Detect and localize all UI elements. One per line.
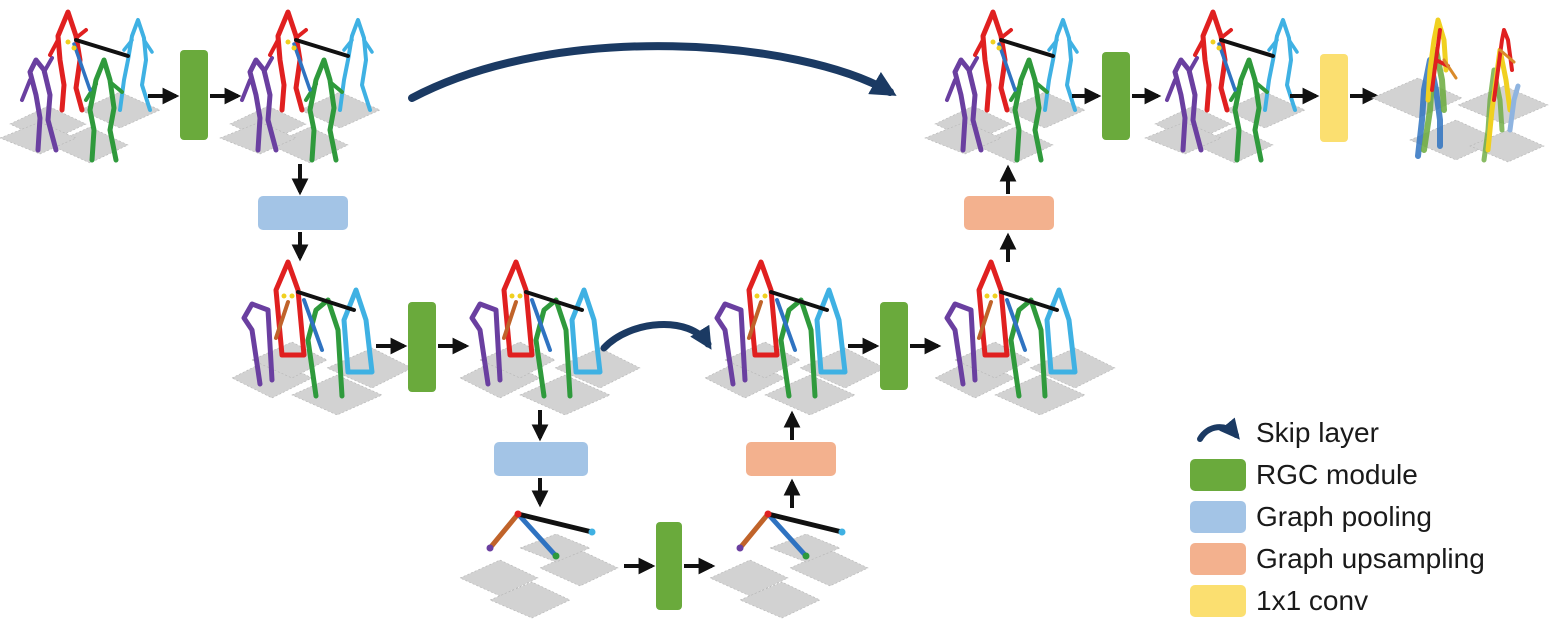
- pose-graph: [710, 511, 868, 619]
- rgc-module: [656, 522, 682, 610]
- output-pose-prediction: [1371, 17, 1549, 163]
- pooling-swatch: [1190, 501, 1246, 533]
- legend-item-1x1-conv: 1x1 conv: [1190, 580, 1485, 622]
- skip-layer-arrow: [408, 42, 897, 102]
- rgc-module: [408, 302, 436, 392]
- skip-layer-arrow: [600, 321, 712, 352]
- legend-item-graph-upsampling: Graph upsampling: [1190, 538, 1485, 580]
- legend-item-skip-layer: Skip layer: [1190, 412, 1485, 454]
- legend: Skip layer RGC module Graph pooling Grap…: [1190, 412, 1485, 622]
- legend-item-rgc-module: RGC module: [1190, 454, 1485, 496]
- rgc-module: [880, 302, 908, 390]
- upsampling-swatch: [1190, 543, 1246, 575]
- legend-label: RGC module: [1256, 459, 1418, 490]
- conv-swatch: [1190, 585, 1246, 617]
- pose-graph: [220, 12, 380, 163]
- pose-graph: [460, 511, 618, 619]
- pose-graph: [925, 12, 1085, 163]
- legend-label: 1x1 conv: [1256, 585, 1369, 616]
- legend-label: Skip layer: [1256, 417, 1379, 448]
- curved-arrow-icon: [1197, 417, 1240, 442]
- conv-1x1-block: [1320, 54, 1348, 142]
- rgc-module: [180, 50, 208, 140]
- legend-label: Graph upsampling: [1256, 543, 1485, 574]
- legend-item-graph-pooling: Graph pooling: [1190, 496, 1485, 538]
- graph-pooling-block: [258, 196, 348, 230]
- rgc-swatch: [1190, 459, 1246, 491]
- graph-upsampling-block: [746, 442, 836, 476]
- pose-graph: [232, 262, 412, 415]
- input-pose-graph: [0, 12, 160, 163]
- pose-graph: [705, 262, 885, 415]
- pose-graph: [1145, 12, 1305, 163]
- pose-graph: [935, 262, 1115, 415]
- graph-pooling-block: [494, 442, 588, 476]
- graph-upsampling-block: [964, 196, 1054, 230]
- legend-label: Graph pooling: [1256, 501, 1432, 532]
- rgc-module: [1102, 52, 1130, 140]
